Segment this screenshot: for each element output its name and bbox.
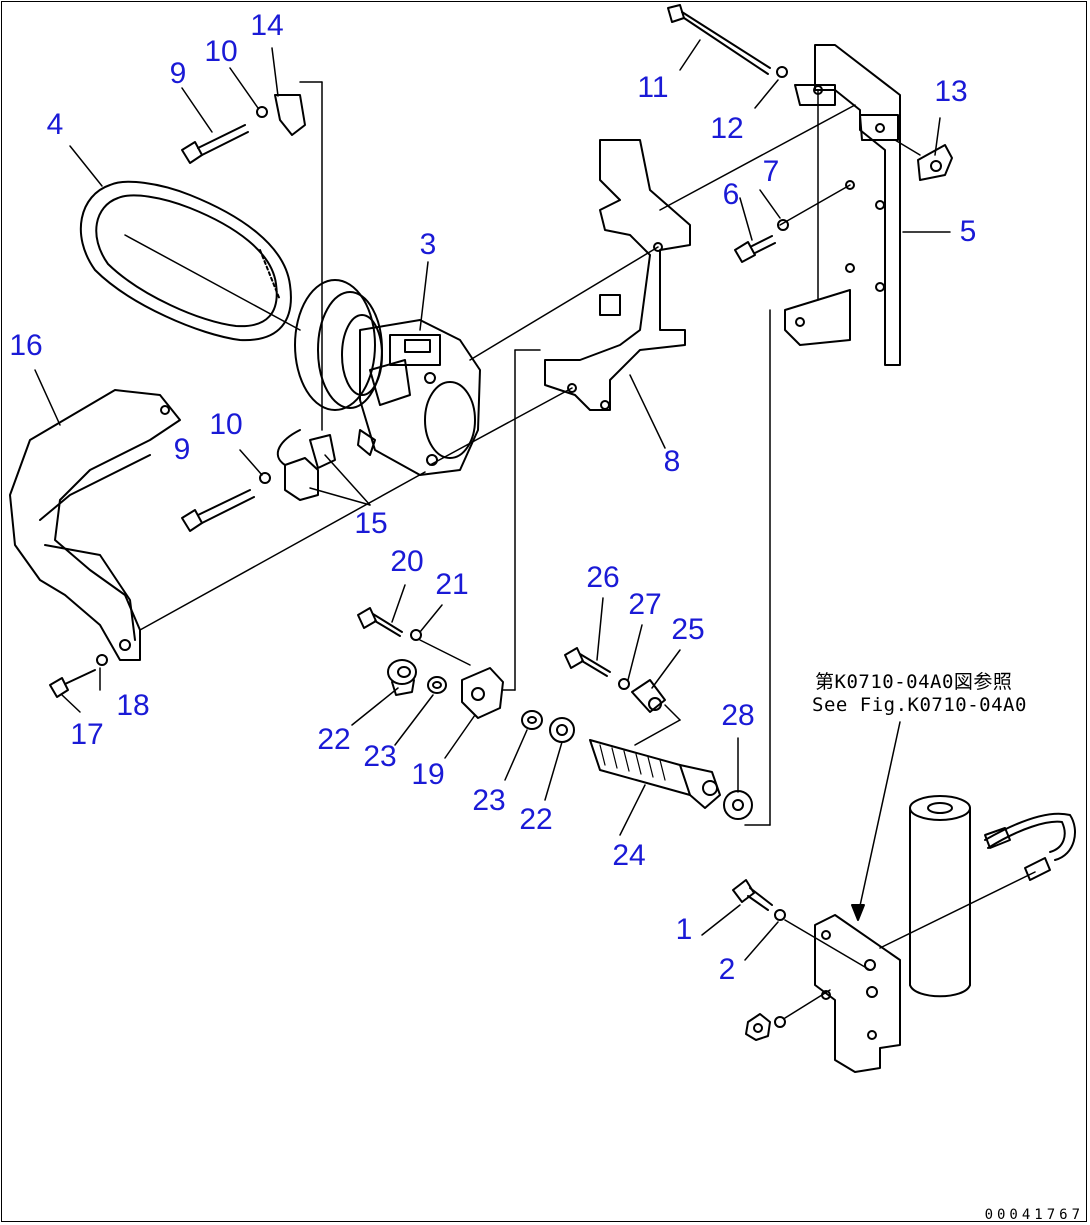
washer-23-left: [427, 676, 447, 694]
callout-6: 6: [722, 178, 740, 211]
bracket-8-part: [429, 104, 856, 691]
belt-cover-part: [9, 389, 426, 661]
callout-5: 5: [959, 215, 977, 248]
callout-18: 18: [116, 689, 150, 722]
bolt-17-part: [49, 669, 96, 698]
callout-15: 15: [354, 507, 388, 540]
callout-13: 13: [934, 75, 968, 108]
compressor-part: [276, 279, 481, 476]
callout-7: 7: [762, 155, 780, 188]
receiver-drier-part: [879, 795, 1076, 998]
washer-12: [776, 66, 788, 78]
adjuster-24-part: [589, 739, 721, 809]
bolt-9-lower: [181, 489, 255, 532]
drier-bracket-part: [814, 914, 901, 1073]
washer-10-upper: [256, 106, 268, 118]
block-19-part: [461, 667, 516, 719]
bolt-11-part: [667, 4, 771, 75]
callout-9-lower: 9: [173, 433, 191, 466]
leader-lines: [34, 39, 951, 961]
bolt-1-part: [732, 879, 773, 911]
callout-4: 4: [46, 108, 64, 141]
plate-5-part: [744, 44, 901, 826]
callout-27: 27: [628, 588, 662, 621]
washer-2: [774, 909, 786, 921]
washer-28-part: [723, 790, 753, 820]
callout-25: 25: [671, 613, 705, 646]
bolt-6-part: [734, 235, 776, 263]
bolt-20-part: [357, 607, 403, 637]
washer-23-right: [521, 710, 543, 730]
callout-22-left: 22: [317, 723, 351, 756]
reference-note-jp: 第K0710-04A0図参照: [815, 671, 1013, 693]
spacer-22-right: [549, 717, 575, 743]
washer-18: [96, 654, 108, 666]
callout-21: 21: [435, 568, 469, 601]
callout-16: 16: [9, 329, 43, 362]
callout-9-upper: 9: [169, 57, 187, 90]
callout-20: 20: [390, 545, 424, 578]
nut-part: [745, 1013, 771, 1041]
reference-arrowhead: [851, 904, 865, 921]
document-id: 00041767: [984, 1207, 1084, 1223]
washer-7: [777, 219, 789, 231]
callout-10-upper: 10: [204, 35, 238, 68]
callout-14: 14: [250, 9, 284, 42]
callout-1: 1: [675, 913, 693, 946]
reference-note-en: See Fig.K0710-04A0: [812, 694, 1027, 716]
washer-10-lower: [259, 472, 271, 484]
callout-10-lower: 10: [209, 408, 243, 441]
callout-17: 17: [70, 718, 104, 751]
callout-19: 19: [411, 758, 445, 791]
v-belt-part: [79, 180, 301, 342]
collar-25-part: [631, 679, 681, 746]
washer-21: [410, 629, 422, 641]
callout-24: 24: [612, 839, 646, 872]
callout-2: 2: [718, 953, 736, 986]
callout-3: 3: [419, 228, 437, 261]
callout-22-right: 22: [519, 803, 553, 836]
callout-8: 8: [663, 445, 681, 478]
bolt-26-part: [564, 647, 611, 677]
callout-12: 12: [710, 112, 744, 145]
callout-23-left: 23: [363, 740, 397, 773]
spacer-22-left: [387, 659, 417, 696]
callout-11: 11: [637, 71, 669, 104]
callout-26: 26: [586, 561, 620, 594]
nut-13-part: [894, 139, 953, 181]
washer-lower: [774, 1016, 786, 1028]
callout-28: 28: [721, 699, 755, 732]
connector-part: [284, 434, 336, 501]
callout-23-right: 23: [472, 784, 506, 817]
bolt-9-upper: [181, 124, 249, 164]
washer-27: [618, 678, 630, 690]
bracket-14-part: [274, 81, 323, 431]
